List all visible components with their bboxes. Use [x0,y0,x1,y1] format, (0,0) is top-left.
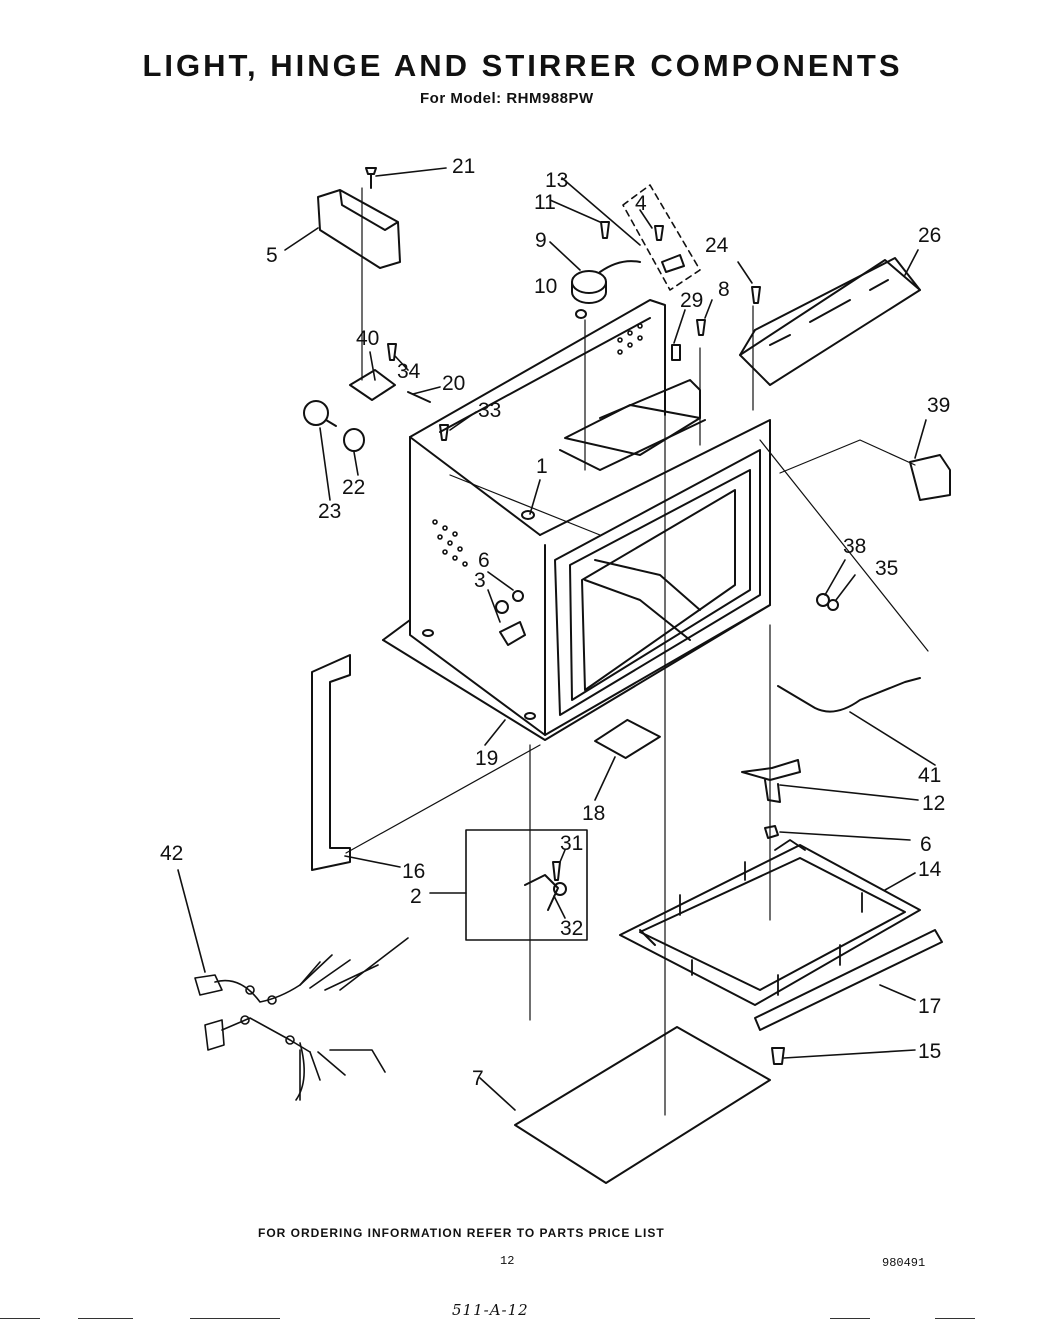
callout-24: 24 [705,234,729,257]
callout-26: 26 [918,224,941,247]
callout-10: 10 [534,275,557,298]
cabinet-assembly [382,299,771,741]
part-23-bulb [303,400,329,426]
part-17-trim [754,929,943,1031]
bottom-rule [78,1318,133,1319]
callout-40: 40 [356,327,379,350]
part-12-stirrer [741,759,801,803]
bottom-rule [0,1318,40,1319]
callout-labels: 21 5 13 11 4 9 10 24 29 8 26 39 40 34 20… [160,155,950,1090]
callout-22: 22 [342,476,365,499]
handwritten-note: 511-A-12 [452,1301,529,1319]
part-22-cover [343,428,365,452]
part-9-motor [571,270,607,294]
model-subtitle: For Model: RHM988PW [420,90,594,107]
part-18-cover [594,718,661,759]
page-number: 12 [500,1254,515,1268]
part-16-hinge [311,654,351,871]
part-7-tray [514,1026,771,1184]
callout-32: 32 [560,917,583,940]
callout-18: 18 [582,802,605,825]
bottom-rule [830,1318,870,1319]
part-40-plate [349,369,396,401]
callout-4: 4 [635,192,647,215]
callout-21: 21 [452,155,475,178]
callout-39: 39 [927,394,950,417]
bottom-rule [935,1318,975,1319]
callout-2: 2 [410,885,422,908]
part-21-screw [365,167,377,189]
callout-6a: 6 [478,549,490,572]
part-14-frame [619,844,921,1006]
part-26-control-panel [739,257,921,386]
callout-33: 33 [478,399,501,422]
callout-6b: 6 [920,833,932,856]
callout-34: 34 [397,360,421,383]
callout-12: 12 [922,792,945,815]
callout-15: 15 [918,1040,941,1063]
part-5-bracket [317,189,401,269]
callout-5: 5 [266,244,278,267]
callout-leaders [177,167,936,1111]
callout-41: 41 [918,764,941,787]
part-41-probe [777,677,921,713]
callout-8: 8 [718,278,730,301]
callout-9: 9 [535,229,547,252]
callout-7: 7 [472,1067,484,1090]
callout-29: 29 [680,289,703,312]
callout-3: 3 [474,569,486,592]
ordering-note: FOR ORDERING INFORMATION REFER TO PARTS … [258,1226,665,1240]
callout-31: 31 [560,832,583,855]
callout-11: 11 [534,191,556,214]
callout-19: 19 [475,747,498,770]
callout-17: 17 [918,995,941,1018]
page-title: LIGHT, HINGE AND STIRRER COMPONENTS [142,48,903,83]
part-42-harness [194,937,409,1101]
callout-13: 13 [545,169,568,192]
callout-20: 20 [442,372,465,395]
part-39-switch [909,454,951,501]
document-number: 980491 [882,1256,926,1270]
callout-42: 42 [160,842,183,865]
callout-38: 38 [843,535,866,558]
bottom-rule [190,1318,280,1319]
callout-16: 16 [402,860,425,883]
callout-35: 35 [875,557,898,580]
callout-1: 1 [536,455,548,478]
callout-14: 14 [918,858,942,881]
callout-23: 23 [318,500,341,523]
